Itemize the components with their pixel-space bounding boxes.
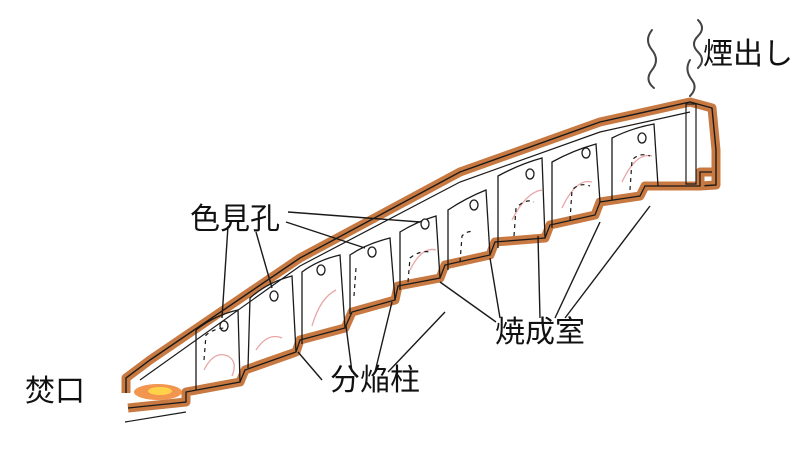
flame-pillar-label: 分焔柱 (330, 363, 420, 398)
firebox-fire-icon (134, 384, 182, 400)
peephole-icons (219, 132, 647, 332)
firing-chamber-label: 焼成室 (495, 315, 585, 350)
peephole-leaders (221, 211, 421, 319)
firing-chambers (195, 123, 659, 390)
flame-passage-lines (203, 154, 651, 361)
firing-chamber-leaders (439, 205, 651, 323)
flame-pillar-leaders (297, 301, 446, 381)
peephole-label: 色見孔 (190, 202, 280, 237)
kiln-body (121, 97, 721, 423)
chimney-label: 煙出し (703, 37, 793, 72)
firebox-label: 焚口 (25, 374, 85, 409)
smoke-icon (647, 19, 703, 97)
